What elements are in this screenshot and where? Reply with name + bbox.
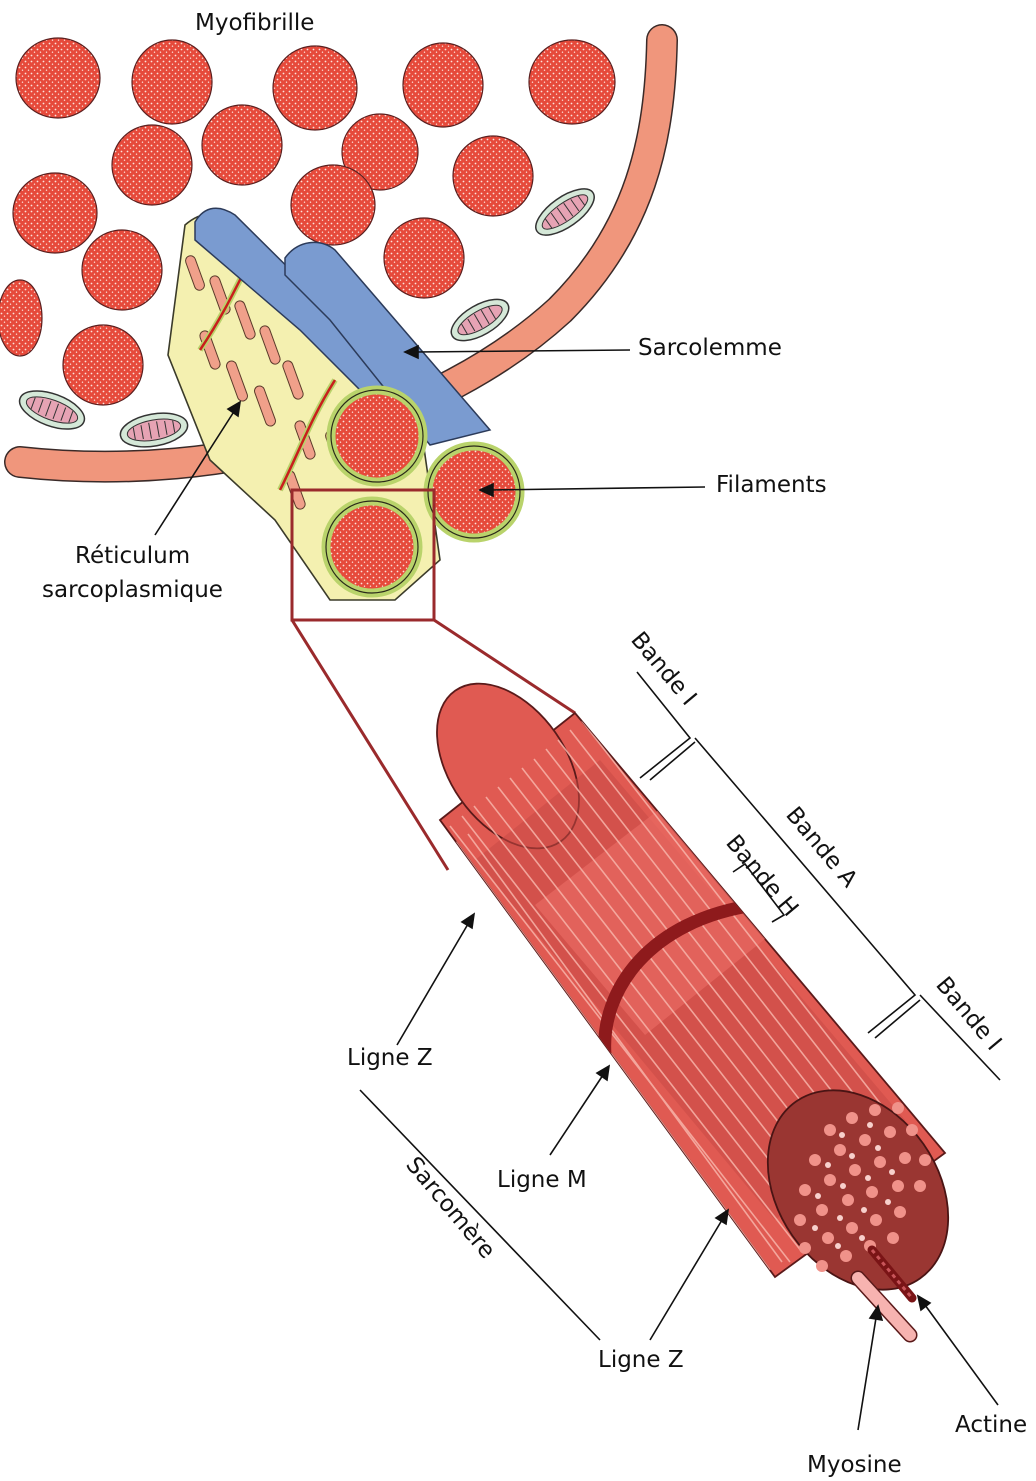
zoom-line (292, 620, 448, 870)
mitochondrion (529, 180, 602, 244)
mitochondrion (118, 408, 191, 451)
ligne-z-bottom-arrow (650, 1220, 722, 1340)
myofibril-blob (112, 125, 192, 205)
ligne-m-arrow (550, 1075, 603, 1155)
label-bande-i-bottom: Bande I (930, 972, 1006, 1056)
label-reticulum-line2: sarcoplasmique (42, 577, 223, 603)
sarcomere-bracket-line (360, 1090, 600, 1340)
label-filaments: Filaments (716, 472, 827, 498)
myofibril-blob (202, 105, 282, 185)
label-myofibrille: Myofibrille (195, 10, 314, 36)
label-ligne-z-top: Ligne Z (347, 1045, 433, 1071)
myofibril-blob (384, 218, 464, 298)
myofibril-blob (13, 173, 97, 253)
ligne-z-top-arrow (397, 924, 468, 1045)
myofibril-bundle (168, 208, 520, 600)
label-actine: Actine (955, 1412, 1027, 1438)
label-sarcomere: Sarcomère (400, 1152, 500, 1264)
myofibril-blob (16, 38, 100, 118)
actine-arrow (925, 1305, 998, 1405)
myosine-arrow (858, 1318, 876, 1430)
sarcomere-cylinder (408, 657, 986, 1335)
myofibril-blob (63, 325, 143, 405)
myofibril-blob (291, 165, 375, 245)
myofibril-blob (82, 230, 162, 310)
myofibril-blob (529, 40, 615, 124)
label-sarcolemme: Sarcolemme (638, 335, 782, 361)
label-myosine: Myosine (807, 1452, 902, 1478)
label-reticulum-line1: Réticulum (75, 543, 190, 569)
myofibril-blob (132, 40, 212, 124)
myofibril-blob (403, 43, 483, 127)
myofibril-blob (453, 136, 533, 216)
sarcolemme-arrow (415, 350, 630, 352)
label-ligne-z-bottom: Ligne Z (598, 1347, 684, 1373)
label-bande-a: Bande A (780, 802, 862, 893)
label-ligne-m: Ligne M (497, 1167, 587, 1193)
myofibril-blob (0, 280, 42, 356)
label-bande-i-top: Bande I (625, 627, 701, 711)
myofibril-blob (273, 46, 357, 130)
